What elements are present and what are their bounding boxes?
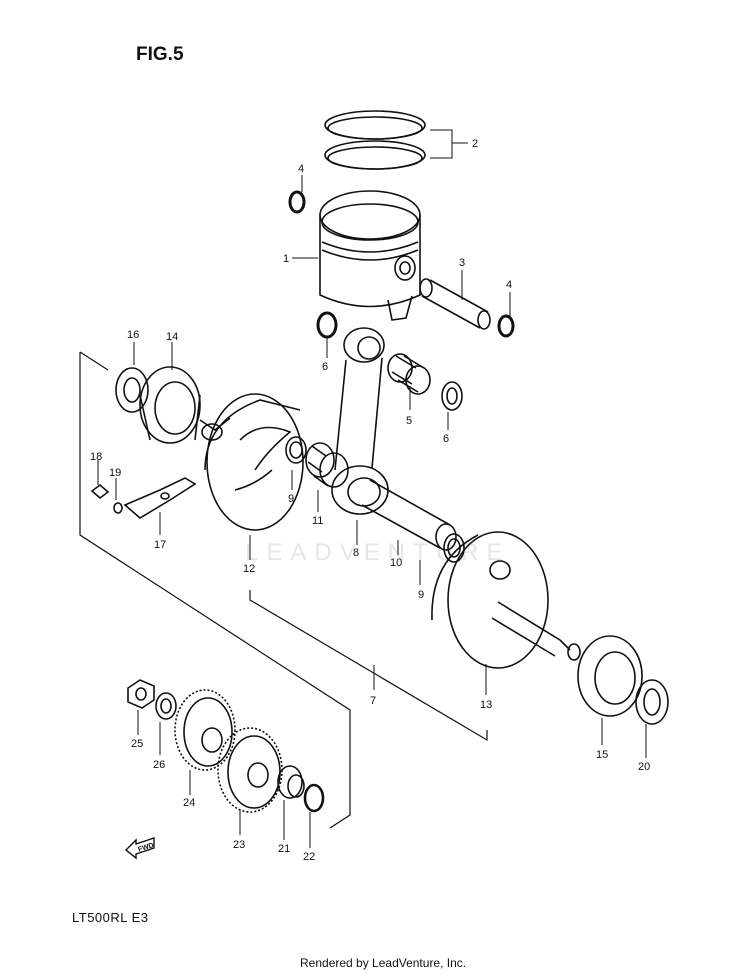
callout-13[interactable]: 13 xyxy=(480,699,492,711)
callout-21[interactable]: 21 xyxy=(278,843,290,855)
callout-5[interactable]: 5 xyxy=(406,415,412,427)
callout-23[interactable]: 23 xyxy=(233,839,245,851)
o-ring[interactable] xyxy=(303,783,325,813)
primary-drive-gear[interactable] xyxy=(217,727,283,813)
callout-1[interactable]: 1 xyxy=(283,253,289,265)
crank-pin-bearing[interactable] xyxy=(305,442,349,488)
callout-24[interactable]: 24 xyxy=(183,797,195,809)
spacer[interactable] xyxy=(277,765,305,799)
callout-20[interactable]: 20 xyxy=(638,761,650,773)
callout-18[interactable]: 18 xyxy=(90,451,102,463)
callout-15[interactable]: 15 xyxy=(596,749,608,761)
callout-10[interactable]: 10 xyxy=(390,557,402,569)
callout-6-right[interactable]: 6 xyxy=(443,433,449,445)
assembly-bracket-7 xyxy=(79,351,488,829)
right-oil-seal[interactable] xyxy=(635,679,669,725)
thrust-washer-left[interactable] xyxy=(316,311,338,339)
retainer-screw[interactable] xyxy=(90,483,110,500)
piston-pin-circlip-top[interactable] xyxy=(288,190,306,214)
callout-2[interactable]: 2 xyxy=(472,138,478,150)
callout-9-right[interactable]: 9 xyxy=(418,589,424,601)
right-crank-web[interactable] xyxy=(431,531,581,669)
callout-14[interactable]: 14 xyxy=(166,331,178,343)
callout-25[interactable]: 25 xyxy=(131,738,143,750)
balancer-drive-gear[interactable] xyxy=(174,689,236,771)
callout-17[interactable]: 17 xyxy=(154,539,166,551)
gear-washer[interactable] xyxy=(155,692,177,720)
left-crank-web[interactable] xyxy=(199,393,304,531)
callout-19[interactable]: 19 xyxy=(109,467,121,479)
callout-4-top[interactable]: 4 xyxy=(298,163,304,175)
piston-ring-set[interactable] xyxy=(324,110,426,170)
footer-credit: Rendered by LeadVenture, Inc. xyxy=(300,956,467,970)
callout-11[interactable]: 11 xyxy=(312,515,323,527)
piston-pin[interactable] xyxy=(419,278,491,330)
callout-22[interactable]: 22 xyxy=(303,851,315,863)
gear-nut[interactable] xyxy=(127,679,155,709)
bearing-retainer[interactable] xyxy=(123,477,197,519)
crank-pin[interactable] xyxy=(361,479,457,551)
piston[interactable] xyxy=(319,190,421,321)
model-code: LT500RL E3 xyxy=(72,910,149,925)
figure-title: FIG.5 xyxy=(136,44,184,65)
callout-26[interactable]: 26 xyxy=(153,759,165,771)
needle-bearing[interactable] xyxy=(387,353,431,395)
callout-16[interactable]: 16 xyxy=(127,329,139,341)
piston-pin-circlip-right[interactable] xyxy=(497,314,515,338)
callout-9-left[interactable]: 9 xyxy=(288,493,294,505)
callout-7[interactable]: 7 xyxy=(370,695,376,707)
leader-lines xyxy=(97,129,647,848)
callout-3[interactable]: 3 xyxy=(459,257,465,269)
right-crank-bearing[interactable] xyxy=(577,635,643,717)
fwd-arrow-icon: FWD xyxy=(124,834,158,865)
fwd-label: FWD xyxy=(137,842,154,854)
callout-8[interactable]: 8 xyxy=(353,547,359,559)
callout-6-left[interactable]: 6 xyxy=(322,361,328,373)
callout-12[interactable]: 12 xyxy=(243,563,255,575)
thrust-washer-right[interactable] xyxy=(441,381,463,411)
left-crank-bearing[interactable] xyxy=(139,366,201,444)
left-oil-seal[interactable] xyxy=(115,367,149,413)
lock-washer[interactable] xyxy=(113,502,123,514)
callout-4-right[interactable]: 4 xyxy=(506,279,512,291)
